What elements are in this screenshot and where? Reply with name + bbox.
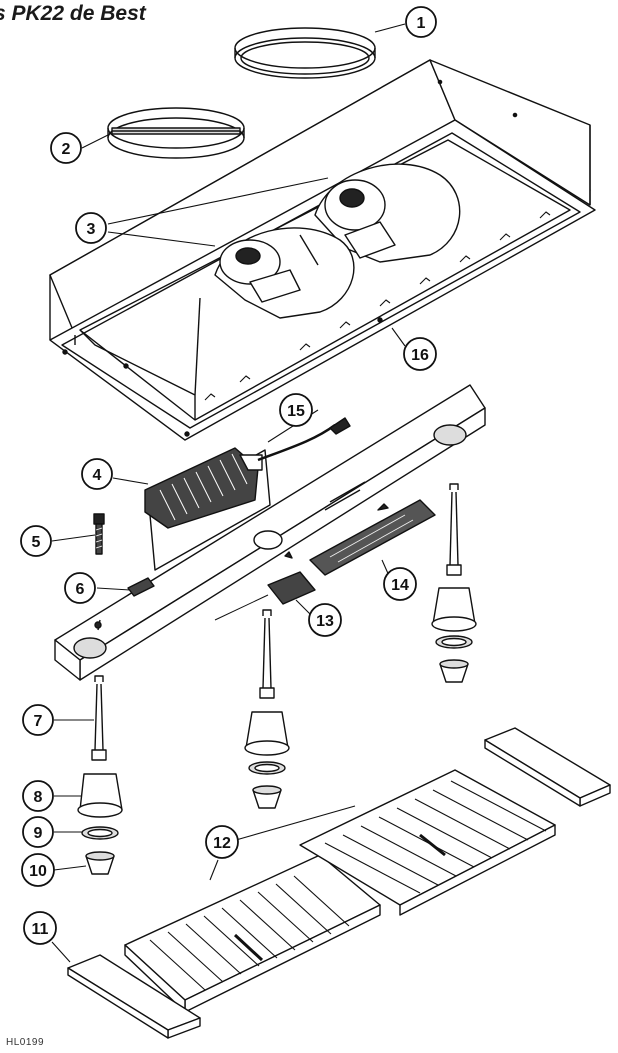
- callout-2: 2: [50, 132, 82, 164]
- svg-text:7: 7: [34, 713, 43, 730]
- callout-1: 1: [405, 6, 437, 38]
- callout-16: 16: [403, 337, 437, 371]
- duct-collar-1: [234, 27, 376, 79]
- svg-text:3: 3: [87, 221, 96, 238]
- svg-text:2: 2: [62, 141, 71, 158]
- callout-4: 4: [81, 458, 113, 490]
- svg-text:8: 8: [34, 789, 43, 806]
- callout-14: 14: [383, 567, 417, 601]
- power-cord-15: [257, 417, 351, 462]
- callout-11: 11: [23, 911, 57, 945]
- transformer-4: [144, 447, 263, 529]
- svg-text:6: 6: [76, 581, 85, 598]
- svg-text:4: 4: [93, 467, 102, 484]
- svg-text:11: 11: [32, 921, 49, 938]
- lamp-assembly-right: [431, 483, 477, 683]
- blower-motor-3: [214, 163, 461, 319]
- filter-end-cap-11: [67, 727, 611, 1039]
- circuit-board-14: [309, 499, 436, 576]
- svg-text:12: 12: [213, 835, 231, 852]
- callouts: 1 2 3 16 15 4 5 6 13 14 7 8 9 10 12: [20, 6, 437, 945]
- callout-9: 9: [22, 816, 54, 848]
- svg-text:16: 16: [411, 347, 429, 364]
- svg-text:9: 9: [34, 825, 43, 842]
- callout-15: 15: [279, 393, 313, 427]
- callout-13: 13: [308, 603, 342, 637]
- callout-6: 6: [64, 572, 96, 604]
- page-title: s PK22 de Best: [0, 2, 146, 25]
- callout-8: 8: [22, 780, 54, 812]
- svg-text:15: 15: [287, 403, 305, 420]
- drawing-code: HL0199: [6, 1037, 45, 1048]
- callout-7: 7: [22, 704, 54, 736]
- lamp-assembly-left: [77, 675, 123, 875]
- callout-10: 10: [21, 853, 55, 887]
- callout-3: 3: [75, 212, 107, 244]
- svg-text:10: 10: [29, 863, 47, 880]
- duct-collar-damper-2: [107, 107, 245, 159]
- svg-text:1: 1: [417, 15, 426, 32]
- svg-text:14: 14: [391, 577, 409, 594]
- control-board-13: [214, 551, 316, 621]
- svg-text:13: 13: [316, 613, 334, 630]
- switch-6: [94, 577, 155, 631]
- svg-text:5: 5: [32, 534, 41, 551]
- screw-5: [93, 513, 105, 555]
- control-panel: [54, 384, 486, 681]
- lamp-assembly-center: [244, 609, 290, 809]
- callout-5: 5: [20, 525, 52, 557]
- callout-12: 12: [205, 825, 239, 859]
- grease-filter-12: [124, 769, 556, 1013]
